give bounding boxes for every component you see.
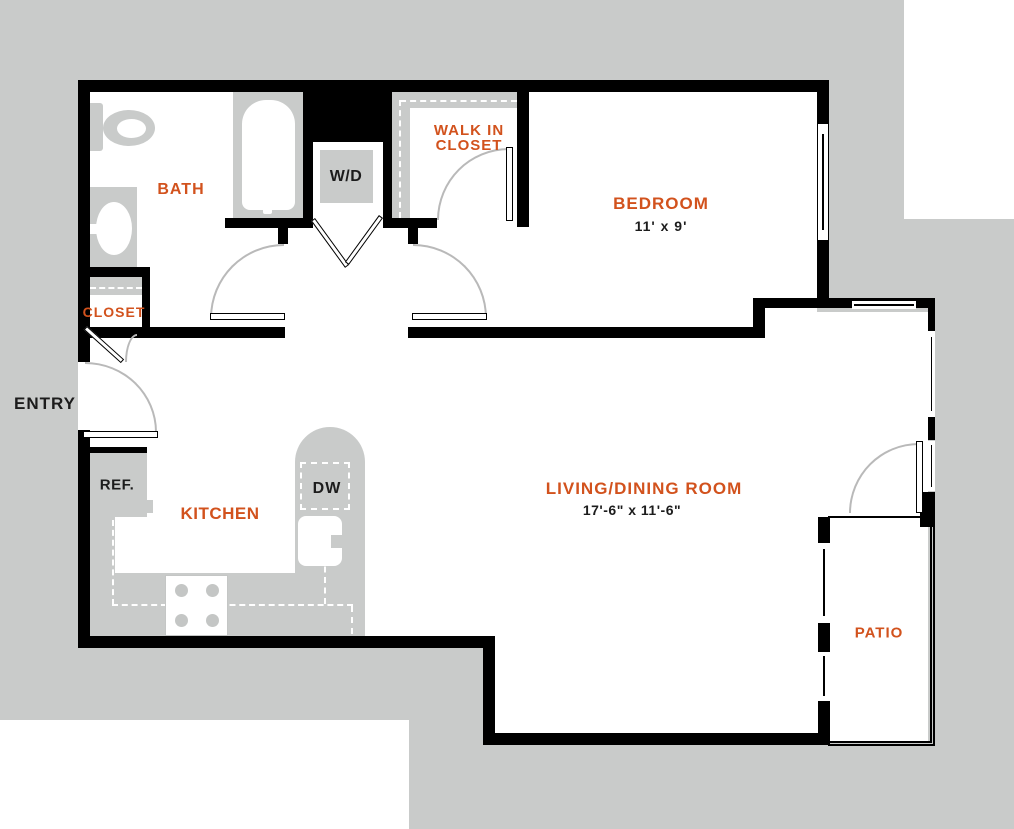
counter-edge-line — [351, 606, 353, 634]
living-dining-dimensions: 17'-6" x 11'-6" — [582, 502, 682, 518]
patio-railing — [828, 516, 935, 746]
burner-icon — [175, 584, 188, 597]
floor-living-lower — [495, 636, 817, 733]
walk-in-closet-label: WALK IN CLOSET — [434, 123, 504, 153]
burner-icon — [175, 614, 188, 627]
toilet-icon — [117, 119, 146, 138]
hall-closet-label: CLOSET — [82, 304, 146, 320]
wall-living-bottom — [483, 733, 830, 745]
wall-hall-bottom-left — [78, 327, 285, 338]
wd-niche — [313, 87, 383, 142]
wall-bedroom-step — [753, 298, 765, 338]
door-stub — [408, 227, 418, 244]
wall-closet-right — [142, 267, 150, 338]
burner-icon — [206, 584, 219, 597]
closet-shelf-line — [399, 100, 401, 218]
patio-label: PATIO — [854, 624, 904, 642]
counter-edge-line — [324, 556, 326, 604]
wall-living-top-right — [758, 298, 935, 308]
wall-living-right — [928, 302, 935, 332]
wall-step — [483, 636, 495, 745]
living-dining-label: LIVING/DINING ROOM — [545, 479, 743, 498]
bedroom-window — [822, 134, 824, 230]
wall-wd-left — [303, 87, 313, 228]
wall-hall-bottom-right — [408, 327, 765, 338]
wall-ref-top — [85, 447, 147, 453]
door-stub — [278, 227, 288, 244]
bedroom-dimensions: 11' x 9' — [634, 218, 688, 234]
washer-dryer-icon — [320, 150, 373, 203]
walkin-closet-door-leaf — [506, 147, 513, 221]
living-top-window — [854, 304, 914, 306]
bathroom-sink-icon — [90, 224, 106, 234]
floor-living-right-patio — [817, 312, 928, 741]
closet-shelf — [392, 92, 410, 218]
wall-left-exterior — [78, 430, 90, 648]
dishwasher-label: DW — [312, 480, 342, 497]
counter-edge-line — [112, 604, 353, 606]
wall-patio-left — [818, 623, 830, 652]
wall-tub-bottom — [225, 218, 313, 228]
washer-dryer-label: W/D — [329, 168, 363, 185]
bath-door-leaf — [210, 313, 285, 320]
bathtub-icon — [242, 100, 295, 210]
stove-icon — [165, 575, 228, 636]
toilet-icon — [86, 103, 103, 151]
patio-window — [823, 656, 825, 696]
refrigerator-label: REF. — [99, 476, 135, 494]
wall-living-right — [928, 416, 935, 440]
wall-left-exterior — [78, 80, 90, 362]
kitchen-faucet-icon — [331, 535, 348, 548]
wall-patio-left — [818, 517, 830, 543]
bedroom-label: BEDROOM — [613, 194, 709, 213]
entry-label: ENTRY — [14, 394, 76, 413]
bathtub-icon — [263, 202, 272, 214]
walk-in-closet-label-line2: CLOSET — [435, 137, 503, 154]
wall-kitchen-bottom — [78, 636, 495, 648]
wall-wic-bottom — [383, 218, 437, 228]
living-right-window — [931, 445, 932, 487]
bedroom-door-leaf — [412, 313, 487, 320]
refrigerator-icon — [87, 453, 147, 517]
burner-icon — [206, 614, 219, 627]
kitchen-label: KITCHEN — [180, 504, 260, 523]
entry-door-leaf — [83, 431, 158, 438]
wall-wd-right — [383, 87, 392, 218]
closet-shelf-line — [90, 287, 142, 289]
refrigerator-handle-icon — [147, 500, 153, 513]
living-right-window — [931, 337, 932, 411]
dishwasher-icon — [300, 462, 350, 510]
walk-in-closet-label-line1: WALK IN — [433, 122, 505, 139]
wall-top-exterior — [78, 80, 829, 92]
wall-closet-top — [78, 267, 148, 277]
counter-edge-line — [112, 520, 114, 605]
closet-shelf — [90, 277, 142, 295]
wall-patio-left — [818, 701, 830, 742]
bath-label: BATH — [157, 181, 205, 198]
closet-shelf-line — [400, 100, 517, 102]
patio-window — [823, 549, 825, 616]
wall-closet-bedroom-divider — [517, 87, 529, 227]
patio-door-leaf — [916, 441, 923, 513]
